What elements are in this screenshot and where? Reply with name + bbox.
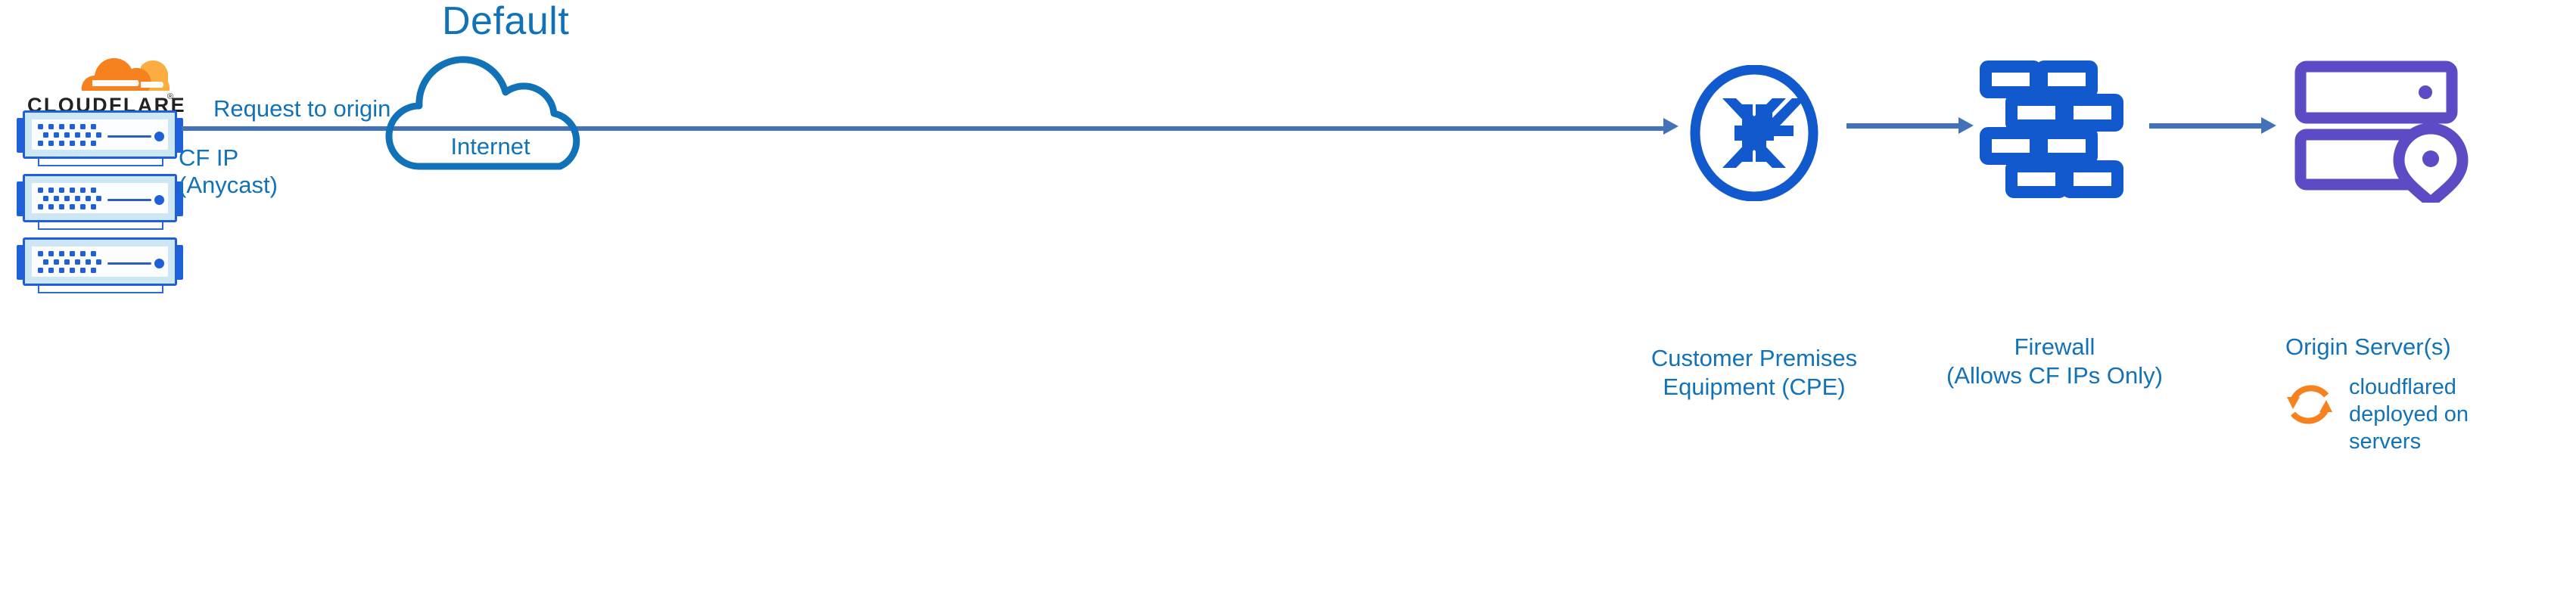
origin-server-label: Origin Server(s) (2285, 333, 2451, 360)
internet-label: Internet (450, 133, 530, 160)
cloudflared-icon-wrap (2279, 374, 2340, 435)
cf-ip-label-line2: (Anycast) (179, 172, 278, 198)
server-slot-icon (107, 262, 151, 265)
server-led-icon (154, 132, 164, 141)
cloudflare-logo: CLOUDFLARE ® (27, 44, 185, 119)
cpe-to-firewall-line (1846, 123, 1960, 129)
cpe-router-node (1678, 64, 1830, 202)
server-slot-icon (107, 199, 151, 201)
cloudflared-note-line2: deployed on (2349, 402, 2469, 426)
cpe-label-line2: Equipment (CPE) (1663, 374, 1846, 400)
cloudflare-cloud-mark (81, 57, 170, 91)
server-led-icon (154, 259, 164, 268)
registered-mark-icon: ® (167, 92, 174, 101)
server-body (23, 174, 177, 222)
cpe-to-firewall-arrowhead-icon (1958, 117, 1974, 134)
cloud-icon (385, 56, 580, 170)
firewall-to-origin-line (2149, 123, 2263, 129)
request-flow-arrowhead-icon (1663, 118, 1678, 135)
origin-server-node (2293, 59, 2482, 211)
router-expand-arrows-icon (1690, 64, 1818, 202)
brick-wall-icon (1980, 60, 2123, 198)
sync-arrows-icon (2287, 385, 2332, 424)
firewall-to-origin-arrowhead-icon (2261, 117, 2276, 134)
cloudflared-note-line1: cloudflared (2349, 375, 2456, 399)
server-slot-icon (107, 135, 151, 138)
page-title: Default (442, 0, 570, 43)
firewall-node (1977, 59, 2128, 203)
cloudflare-server-2 (17, 172, 183, 230)
origin-server-pin-icon (2294, 60, 2469, 211)
server-led-icon (154, 195, 164, 205)
cloudflare-server-3 (17, 236, 183, 293)
cloudflared-note-line3: servers (2349, 429, 2422, 454)
firewall-label-line2: (Allows CF IPs Only) (1946, 362, 2163, 389)
request-to-origin-label: Request to origin (213, 95, 391, 122)
cf-ip-label-line1: CF IP (179, 144, 239, 171)
internet-cloud: Internet (384, 45, 596, 174)
cloudflare-server-1 (17, 109, 183, 166)
request-flow-line (182, 126, 1665, 131)
cpe-label-line1: Customer Premises (1650, 345, 1858, 371)
firewall-label-line1: Firewall (2014, 333, 2095, 360)
